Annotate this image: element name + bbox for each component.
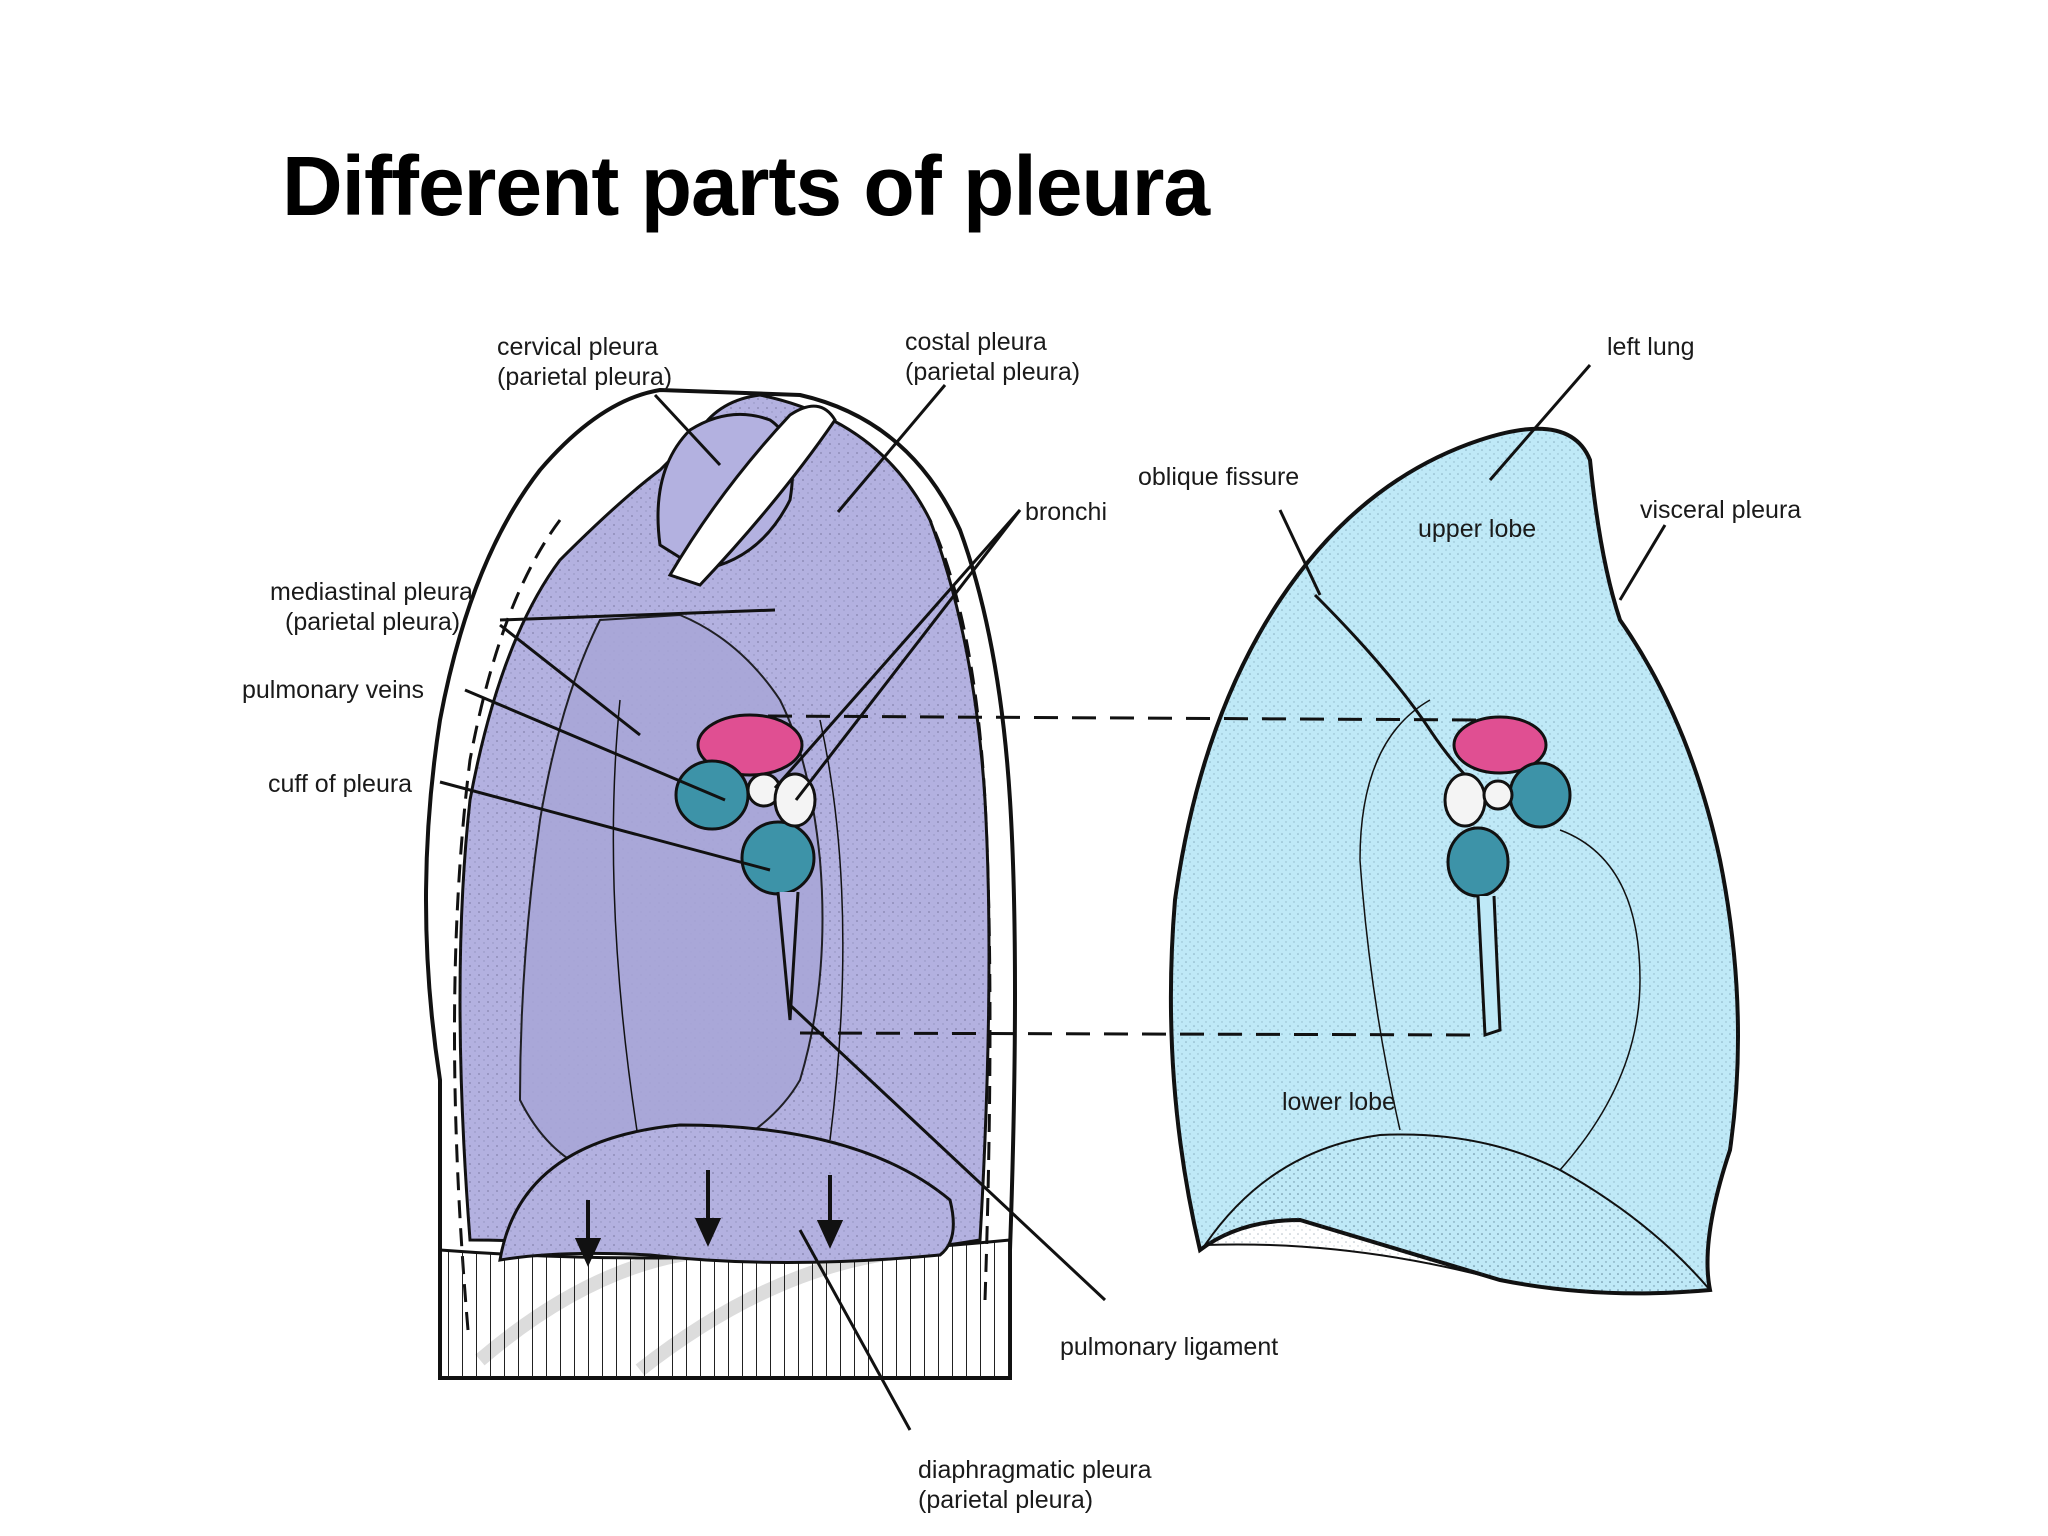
- label-cervical-parietal: (parietal pleura): [497, 363, 672, 391]
- label-lower-lobe: lower lobe: [1282, 1088, 1396, 1116]
- pulmonary-vein-lower: [740, 820, 816, 896]
- lung-bronchus-1: [1443, 772, 1487, 828]
- leader-lines: [439, 364, 1667, 1431]
- lung-vein-upper: [1508, 761, 1572, 829]
- label-costal-parietal: (parietal pleura): [905, 358, 1080, 386]
- lung-pulmonary-artery: [1452, 715, 1548, 775]
- label-costal-pleura: costal pleura: [905, 328, 1047, 356]
- first-rib: [667, 404, 837, 587]
- lung-ligament-fold: [1476, 895, 1502, 1038]
- label-oblique-fissure: oblique fissure: [1138, 463, 1299, 491]
- hilum-left: [674, 713, 817, 1021]
- lung-vein-lower: [1446, 826, 1510, 898]
- connector-dashes: [767, 714, 1486, 1037]
- label-bronchi: bronchi: [1025, 498, 1107, 526]
- label-visceral-pleura: visceral pleura: [1640, 496, 1801, 524]
- descent-arrows: [574, 1170, 844, 1267]
- cardiac-impression: [1359, 699, 1641, 1171]
- left-lung: [1168, 426, 1740, 1296]
- label-mediastinal-parietal: (parietal pleura): [285, 608, 460, 636]
- label-cervical-pleura: cervical pleura: [497, 333, 658, 361]
- lung-bronchus-2: [1482, 779, 1514, 811]
- label-upper-lobe: upper lobe: [1418, 515, 1536, 543]
- pulmonary-ligament-fold: [776, 891, 800, 1021]
- label-cuff-of-pleura: cuff of pleura: [268, 770, 412, 798]
- hilum-right: [1443, 715, 1572, 1038]
- label-diaphragmatic-parietal: (parietal pleura): [918, 1486, 1093, 1514]
- slide-title: Different parts of pleura: [282, 139, 1210, 233]
- pericardial-line: [612, 699, 844, 1151]
- thoracic-cavity: [424, 387, 1017, 1380]
- label-left-lung: left lung: [1607, 333, 1695, 361]
- lung-base-surface: [1203, 1133, 1713, 1295]
- label-mediastinal-pleura: mediastinal pleura: [270, 578, 473, 606]
- pulmonary-artery: [696, 713, 804, 777]
- oblique-fissure-line: [1313, 593, 1472, 782]
- label-pulmonary-ligament: pulmonary ligament: [1060, 1333, 1278, 1361]
- label-pulmonary-veins: pulmonary veins: [242, 676, 424, 704]
- label-diaphragmatic-pleura: diaphragmatic pleura: [918, 1456, 1152, 1484]
- diaphragm-stipple: [500, 1125, 954, 1263]
